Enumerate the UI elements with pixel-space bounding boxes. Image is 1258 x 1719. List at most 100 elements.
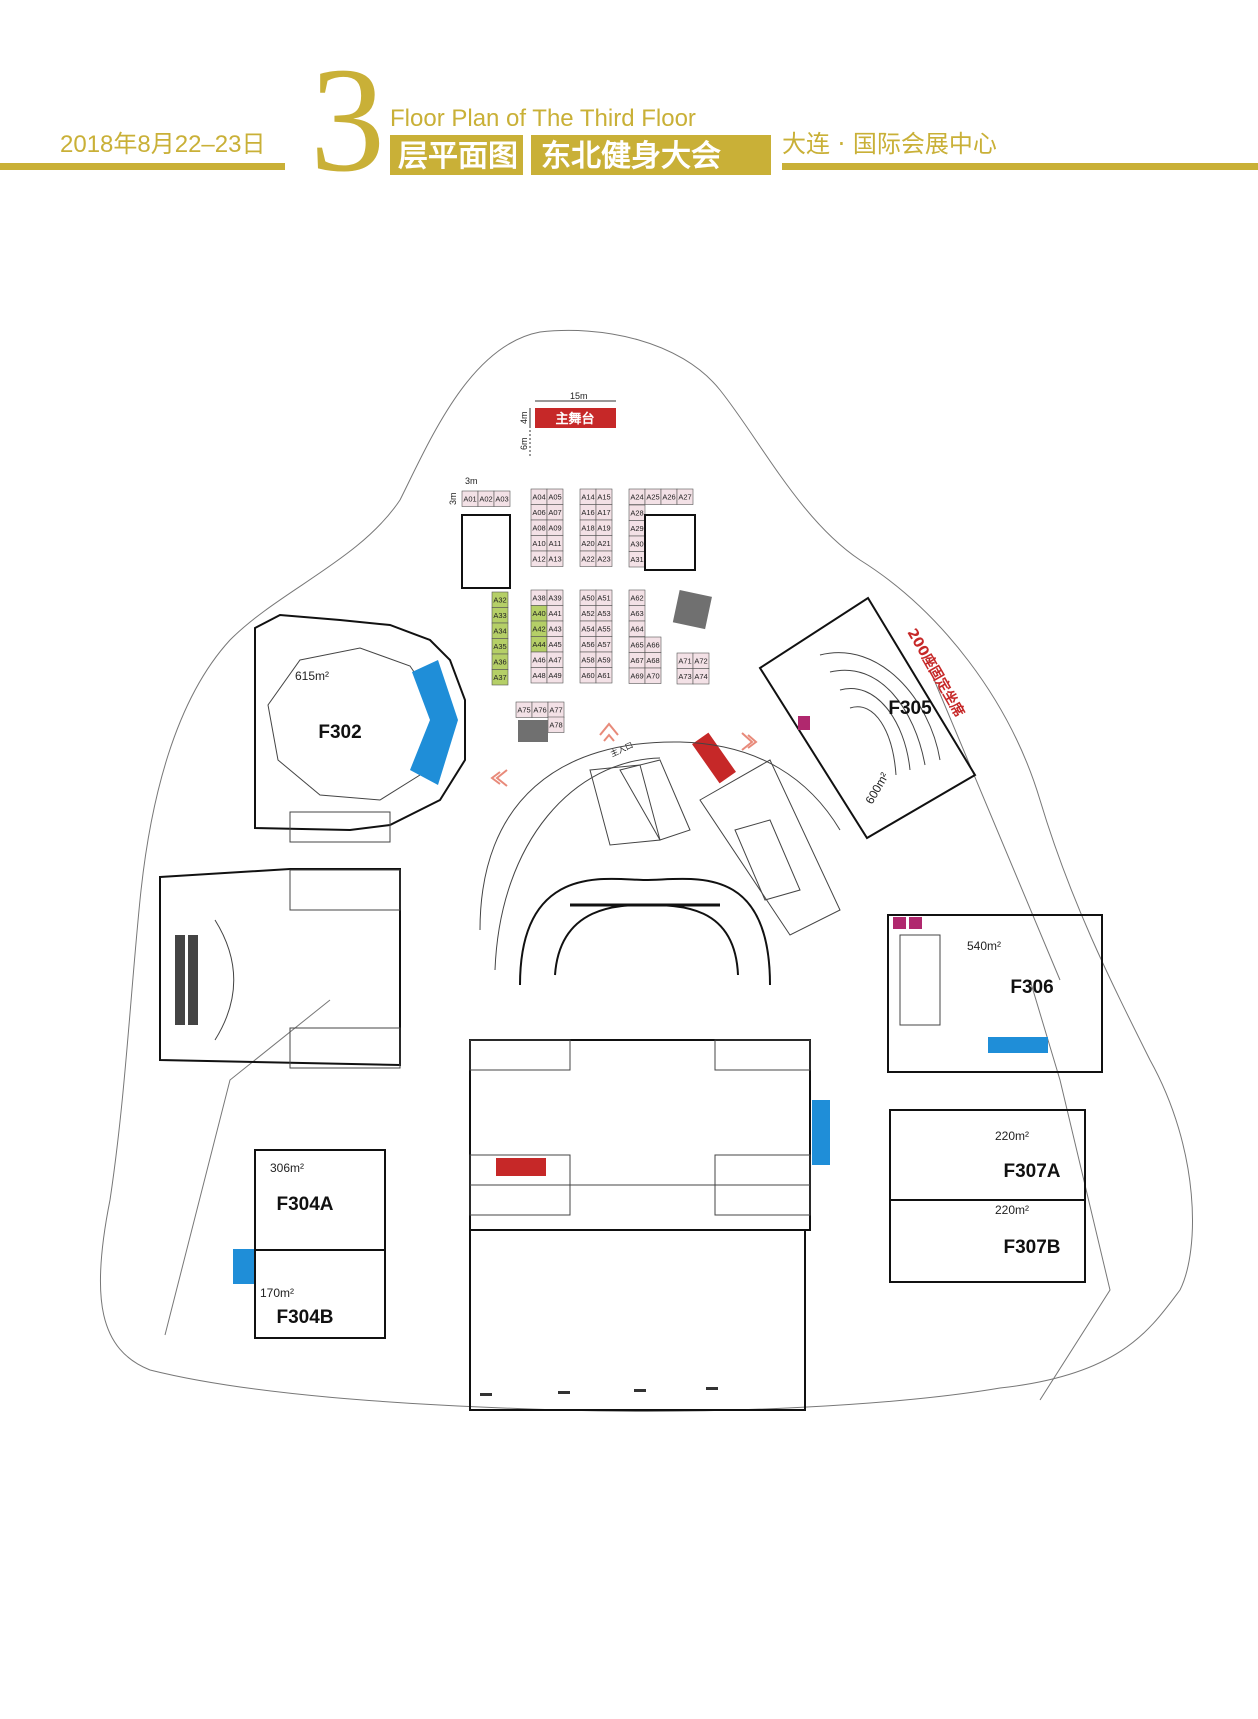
booth-label: A10 <box>532 539 545 548</box>
room-F304A[interactable]: F304A 306m² <box>233 1149 386 1284</box>
booth-A37[interactable] <box>491 669 509 686</box>
room-F307B[interactable]: F307B 220m² <box>889 1199 1086 1283</box>
F307A-label: F307A <box>1003 1161 1060 1182</box>
booth-label: A58 <box>581 655 594 664</box>
booth-A49[interactable] <box>546 667 564 684</box>
central-hall-red-desk <box>496 1158 546 1176</box>
stage-width-label: 15m <box>570 391 588 401</box>
booth-label: A49 <box>548 671 561 680</box>
booth-A13[interactable] <box>546 550 564 567</box>
F305-seating-rows <box>819 652 941 776</box>
booth-label: A38 <box>532 593 545 602</box>
entrance-arrows <box>490 722 758 787</box>
ramp-stairs <box>734 819 801 901</box>
event-name-box <box>531 135 771 175</box>
entrance-red-desk <box>692 732 736 784</box>
booth-label: A68 <box>646 656 659 665</box>
booth-A70[interactable] <box>644 667 662 684</box>
F304A-area: 306m² <box>270 1161 304 1175</box>
ramp-right <box>699 759 841 936</box>
booth-label: A76 <box>533 705 546 714</box>
F307B-label: F307B <box>1003 1237 1060 1258</box>
booth-label: A66 <box>646 640 659 649</box>
booth-label: A63 <box>630 609 643 618</box>
booth-A74[interactable] <box>692 668 710 685</box>
booth-label: A45 <box>548 640 561 649</box>
booth-A03[interactable] <box>493 490 511 507</box>
booth-label: A11 <box>549 539 562 548</box>
booth-label: A24 <box>630 492 643 501</box>
booth-label: A64 <box>630 624 643 633</box>
booth-A23[interactable] <box>595 550 613 567</box>
room-F306[interactable]: F306 540m² <box>887 914 1103 1073</box>
booth-label: A12 <box>532 554 545 563</box>
F304-blue-block <box>233 1249 255 1284</box>
booth-label: A27 <box>678 492 691 501</box>
booth-label: A72 <box>694 656 707 665</box>
booth-label: A62 <box>630 593 643 602</box>
booth-label: A07 <box>548 508 561 517</box>
booth-label: A13 <box>548 554 561 563</box>
booth-label: A01 <box>463 494 476 503</box>
booth-label: A46 <box>532 655 545 664</box>
booth-label: A06 <box>532 508 545 517</box>
event-name: 东北健身大会 <box>541 139 721 174</box>
booth-A61[interactable] <box>595 667 613 684</box>
theater-seats <box>175 935 198 1025</box>
F304B-label: F304B <box>276 1307 333 1328</box>
floor-number: 3 <box>310 37 385 203</box>
stair-core-right <box>644 514 696 571</box>
booth-A27[interactable] <box>676 488 694 505</box>
central-hall <box>469 1039 830 1411</box>
booth-label: A09 <box>548 523 561 532</box>
escalator-left <box>589 764 661 846</box>
main-stage[interactable] <box>535 408 616 428</box>
booth-label: A37 <box>493 673 506 682</box>
room-F305[interactable]: F305 600m² 200座固定坐席 <box>758 596 977 840</box>
F306-magenta-b <box>909 917 922 929</box>
F306-area: 540m² <box>967 939 1001 953</box>
title-english: Floor Plan of The Third Floor <box>390 105 696 132</box>
stair-core-left <box>461 514 511 589</box>
booth-label: A73 <box>678 672 691 681</box>
booth-label: A65 <box>630 640 643 649</box>
central-hall-blue-block <box>812 1100 830 1165</box>
booth-label: A18 <box>581 523 594 532</box>
booth-depth-label: 3m <box>448 492 458 505</box>
room-F302[interactable]: F302 615m² <box>254 613 466 843</box>
booth-label: A69 <box>630 671 643 680</box>
title-cn-box <box>390 135 523 175</box>
booth-label: A74 <box>694 672 707 681</box>
room-F307A[interactable]: F307A 220m² <box>889 1109 1086 1201</box>
booth-label: A04 <box>532 492 545 501</box>
booth-label: A02 <box>479 494 492 503</box>
event-date: 2018年8月22–23日 <box>60 131 265 158</box>
main-entrance-label: 主入口 <box>609 740 635 759</box>
booth-label: A77 <box>549 705 562 714</box>
booth-label: A51 <box>597 593 610 602</box>
west-theater <box>159 868 401 1069</box>
F307A-area: 220m² <box>995 1129 1029 1143</box>
booth-label: A56 <box>581 640 594 649</box>
booth-label: A29 <box>630 524 643 533</box>
F302-area: 615m² <box>295 669 329 683</box>
entrance-arc-outer <box>479 741 841 931</box>
booth-label: A50 <box>581 593 594 602</box>
booth-label: A26 <box>662 492 675 501</box>
header: 2018年8月22–23日 3 Floor Plan of The Third … <box>0 37 1258 203</box>
room-F304B[interactable]: F304B 170m² <box>254 1249 386 1339</box>
booth-A64[interactable] <box>628 620 646 637</box>
main-stage-label: 主舞台 <box>555 411 594 427</box>
booth-label: A48 <box>532 671 545 680</box>
escalator-mid <box>619 759 691 841</box>
F304A-label: F304A <box>276 1194 333 1215</box>
booth-label: A30 <box>630 539 643 548</box>
booth-label: A36 <box>493 657 506 666</box>
F304B-area: 170m² <box>260 1286 294 1300</box>
booth-label: A57 <box>597 640 610 649</box>
booth-label: A39 <box>548 593 561 602</box>
booth-label: A47 <box>548 655 561 664</box>
booth-label: A32 <box>493 595 506 604</box>
